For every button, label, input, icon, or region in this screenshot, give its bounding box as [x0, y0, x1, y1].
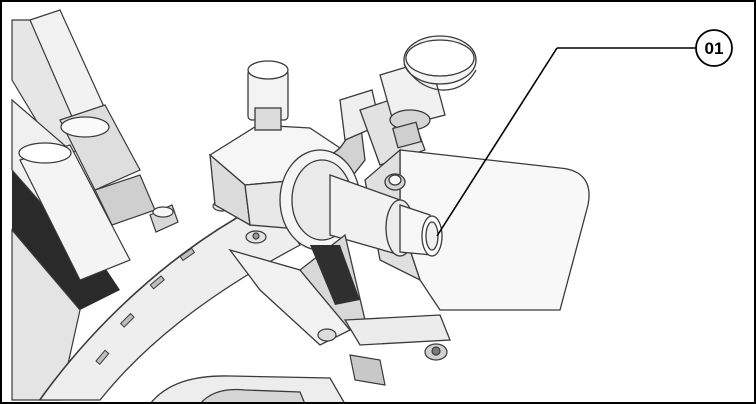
callout-leader-line	[436, 47, 558, 237]
lower-nuts	[317, 328, 448, 386]
upper-stem	[247, 60, 289, 131]
callout-label: 01	[705, 39, 724, 58]
callout-bubble	[695, 29, 733, 67]
main-shaft	[279, 149, 443, 257]
left-cylinder-stack	[18, 9, 156, 281]
callout-01: 01	[436, 29, 733, 237]
rim-slots	[95, 247, 196, 365]
bottom-foot	[149, 375, 346, 404]
plunger-knob	[359, 35, 477, 166]
